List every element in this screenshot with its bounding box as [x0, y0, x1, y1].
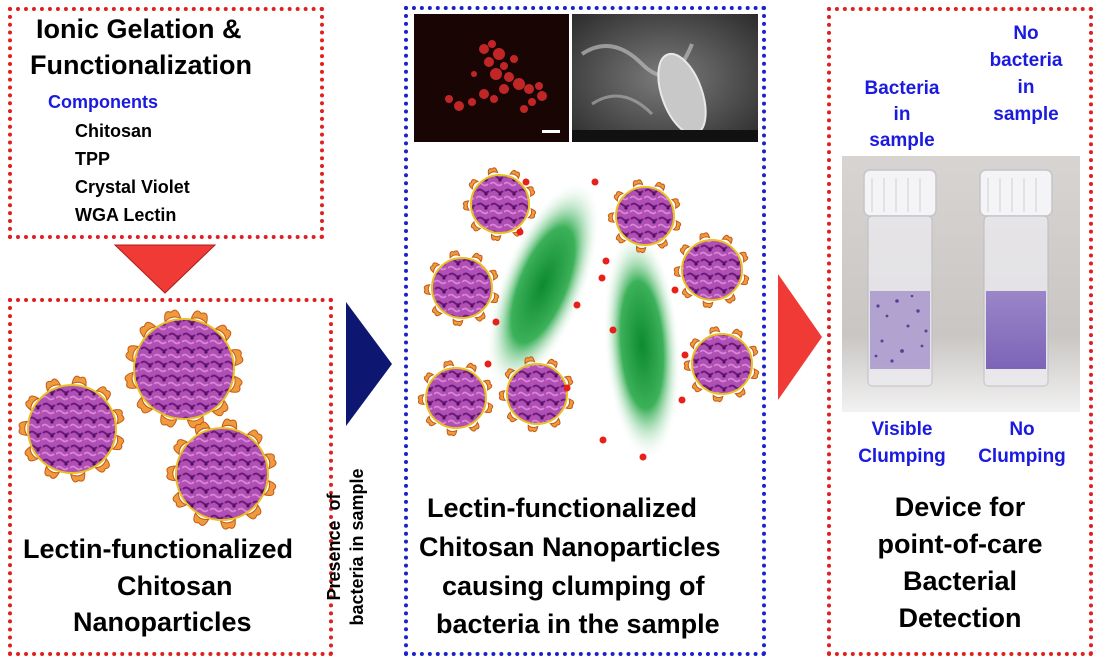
nanoparticle-icon	[423, 250, 500, 327]
lectin-dot	[522, 178, 530, 186]
presence-label-line1: Presence of	[324, 493, 344, 601]
lectin-dot	[598, 274, 606, 282]
right-vial	[979, 169, 1053, 387]
left-result-label: Visible Clumping	[858, 419, 946, 467]
bacterium-icon	[485, 179, 601, 391]
lectin-dot	[678, 396, 686, 404]
down-arrow-icon	[113, 244, 217, 294]
clumping-caption-line1: Lectin-functionalized	[427, 493, 697, 523]
device-box	[827, 7, 1093, 656]
right-arrow-icon	[778, 274, 822, 400]
nanoparticle-icon	[18, 375, 125, 483]
nanoparticle-icon	[673, 232, 750, 309]
vial-photo	[842, 156, 1080, 412]
clumping-caption-line2: Chitosan Nanoparticles	[419, 532, 721, 562]
nanoparticle-icon	[166, 418, 277, 530]
lectin-dot	[609, 326, 617, 334]
nanoparticle-caption-line2: Chitosan	[117, 571, 233, 601]
synthesis-title-line2: Functionalization	[30, 50, 252, 80]
component-item: TPP	[75, 149, 111, 169]
nanoparticle-icon	[498, 356, 575, 433]
nanoparticle-icon	[417, 360, 494, 437]
device-caption: Device for point-of-care Bacterial Detec…	[877, 492, 1043, 633]
lectin-dot	[599, 436, 607, 444]
right-arrow-icon	[346, 302, 392, 426]
nanoparticle-box	[8, 298, 333, 656]
component-item: Chitosan	[75, 121, 153, 141]
right-result-label: No Clumping	[978, 419, 1066, 467]
clumping-box	[404, 6, 766, 656]
left-sample-label: Bacteria in sample	[864, 78, 940, 151]
bacterium-icon	[603, 229, 681, 461]
presence-label-line2: bacteria in sample	[347, 468, 367, 626]
lectin-dot	[563, 384, 571, 392]
left-vial	[863, 169, 937, 387]
component-item: WGA Lectin	[75, 205, 177, 225]
component-item: Crystal Violet	[75, 177, 190, 197]
lectin-dot	[681, 351, 689, 359]
clumping-caption-line3: causing clumping of	[442, 571, 705, 601]
components-heading: Components	[48, 92, 158, 112]
lectin-dot	[573, 301, 581, 309]
lectin-dot	[516, 228, 524, 236]
synthesis-box	[8, 7, 324, 239]
lectin-dot	[639, 453, 647, 461]
right-sample-label: No bacteria in sample	[989, 23, 1063, 125]
clumping-caption-line4: bacteria in the sample	[436, 609, 720, 639]
nanoparticle-illustration	[18, 309, 277, 530]
lectin-dot	[484, 360, 492, 368]
synthesis-title-line1: Ionic Gelation &	[36, 14, 242, 44]
lectin-dot	[591, 178, 599, 186]
nanoparticle-caption-line3: Nanoparticles	[73, 607, 252, 637]
nanoparticle-icon	[683, 326, 760, 403]
lectin-dot	[671, 286, 679, 294]
fluorescence-image	[414, 14, 569, 142]
nanoparticle-icon	[124, 309, 244, 429]
sem-image	[572, 14, 758, 142]
lectin-dot	[602, 257, 610, 265]
nanoparticle-caption-line1: Lectin-functionalized	[23, 534, 293, 564]
lectin-dot	[492, 318, 500, 326]
presence-label: Presence of bacteria in sample	[323, 452, 373, 642]
nanoparticle-icon	[607, 179, 682, 254]
clumping-illustration	[417, 167, 760, 461]
